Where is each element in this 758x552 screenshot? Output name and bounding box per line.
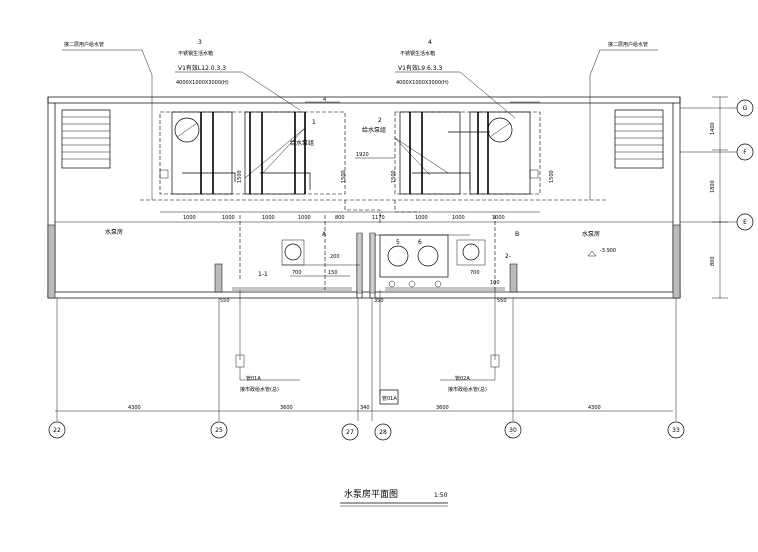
dim-550-b: 550 (497, 298, 507, 304)
dimension-lines (55, 96, 728, 412)
axis-bubble-22: 22 (48, 421, 66, 439)
tank-left-note: 4000X1000X3000(H) (176, 80, 229, 86)
pump-group-right-label: 给水泵组 (362, 126, 386, 134)
dim-side-1400: 1400 (710, 122, 716, 135)
dim-side-1800: 1800 (710, 180, 716, 193)
dim-1170: 1170 (372, 215, 385, 221)
outlet-right-title: 管02A (455, 375, 470, 382)
dim-tank-1500-b: 1500 (341, 170, 347, 183)
riser-right-label: 接二层用户给水管 (608, 41, 648, 48)
axis-bubble-F: F (736, 143, 754, 161)
tank-right-spec: V1有效L9.6.3.3 (398, 64, 442, 72)
outlet-leaders (235, 290, 500, 405)
section-mark-2: 2- (505, 253, 511, 260)
axis-label-28: 28 (379, 429, 387, 436)
floor-level: -3.900 (600, 248, 616, 254)
axis-label-30: 30 (509, 427, 517, 434)
drawing-title: 水泵房平面图 (344, 488, 398, 500)
axis-label-33: 33 (672, 427, 680, 434)
tank-left-number: 3 (198, 39, 202, 46)
water-tank-left (159, 111, 346, 195)
room-right-label: 水泵房 (582, 230, 600, 238)
axis-label-27: 27 (346, 429, 354, 436)
dim-1000-a: 1000 (183, 215, 196, 221)
outlet-right-desc: 接市政给水管(总) (448, 386, 487, 393)
water-tank-right (394, 111, 541, 195)
dim-tank-1500-d: 1500 (549, 170, 555, 183)
tank-right-note: 4000X1000X3000(H) (396, 80, 449, 86)
dim-1000-b: 1000 (222, 215, 235, 221)
tank-left-name: 不锈钢生活水箱 (178, 50, 213, 57)
label-num-4: 4 (323, 97, 326, 103)
dim-100: 100 (490, 280, 500, 286)
dim-1000-f: 1000 (452, 215, 465, 221)
outlet-left-desc: 接市政给水管(总) (240, 386, 279, 393)
axis-bubble-28: 28 (374, 423, 392, 441)
dim-tank-1500-c: 1500 (391, 170, 397, 183)
building-walls (47, 96, 681, 299)
dim-700-a: 700 (292, 270, 302, 276)
axis-label-G: G (743, 105, 748, 112)
axis-grid (56, 107, 737, 421)
riser-left-label: 接二层用户给水管 (64, 41, 104, 48)
label-num-6: 6 (418, 239, 422, 246)
axis-bubble-30: 30 (504, 421, 522, 439)
dim-200: 200 (330, 254, 340, 260)
dim-550-a: 550 (220, 298, 230, 304)
dim-bottom-3600-a: 3600 (280, 405, 293, 411)
stair-right (614, 109, 664, 169)
dim-bottom-3600-b: 3600 (436, 405, 449, 411)
pump-right-room (375, 234, 486, 288)
axis-label-22: 22 (53, 427, 61, 434)
dimension-texts: 1000 1000 1000 1000 800 1170 1000 1000 1… (128, 122, 716, 411)
tank-right-number: 4 (428, 39, 432, 46)
pump-leaders (244, 127, 449, 179)
axis-bubble-27: 27 (341, 423, 359, 441)
label-num-2: 2 (378, 117, 382, 124)
drawing-scale: 1:50 (434, 492, 448, 499)
annotation-labels: 接二层用户给水管 接二层用户给水管 3 不锈钢生活水箱 V1有效L12.0.3.… (64, 39, 648, 402)
section-mark-B: B (515, 231, 519, 238)
label-num-1: 1 (312, 119, 316, 126)
tank-left-spec: V1有效L12.0.3.3 (178, 64, 226, 72)
pump-group-left-label: 给水泵组 (290, 139, 314, 147)
section-mark-1-1: 1-1 (258, 271, 268, 278)
dim-1000-g: 1000 (492, 215, 505, 221)
outlet-box-label: 管01A (382, 395, 397, 402)
tank-right-name: 不锈钢生活水箱 (400, 50, 435, 57)
title-block: 水泵房平面图 1:50 (340, 488, 448, 507)
axis-bubble-G: G (736, 99, 754, 117)
axis-bubble-E: E (736, 213, 754, 231)
dim-800: 800 (335, 215, 345, 221)
dim-350: 350 (374, 298, 384, 304)
dim-bottom-4300-a: 4300 (128, 405, 141, 411)
stair-left (61, 109, 111, 169)
dim-150: 150 (328, 270, 338, 276)
axis-label-F: F (743, 149, 747, 156)
axis-bubble-33: 33 (667, 421, 685, 439)
dim-1000-d: 1000 (298, 215, 311, 221)
room-left-label: 水泵房 (105, 228, 123, 236)
dim-tank-1500-a: 1500 (237, 170, 243, 183)
dim-1000-e: 1000 (415, 215, 428, 221)
riser-leaders (62, 49, 658, 200)
label-num-5: 5 (396, 239, 400, 246)
pump-left-room (281, 239, 360, 277)
dim-700-b: 700 (470, 270, 480, 276)
dim-bottom-340: 340 (360, 405, 370, 411)
dim-1920: 1920 (356, 152, 369, 158)
axis-bubble-25: 25 (210, 421, 228, 439)
dim-1000-c: 1000 (262, 215, 275, 221)
dim-side-800: 800 (710, 256, 716, 266)
section-mark-A: A (322, 231, 327, 238)
axis-label-E: E (743, 219, 747, 226)
axis-label-25: 25 (215, 427, 223, 434)
dim-bottom-4300-b: 4300 (588, 405, 601, 411)
outlet-left-title: 管01A (246, 375, 261, 382)
